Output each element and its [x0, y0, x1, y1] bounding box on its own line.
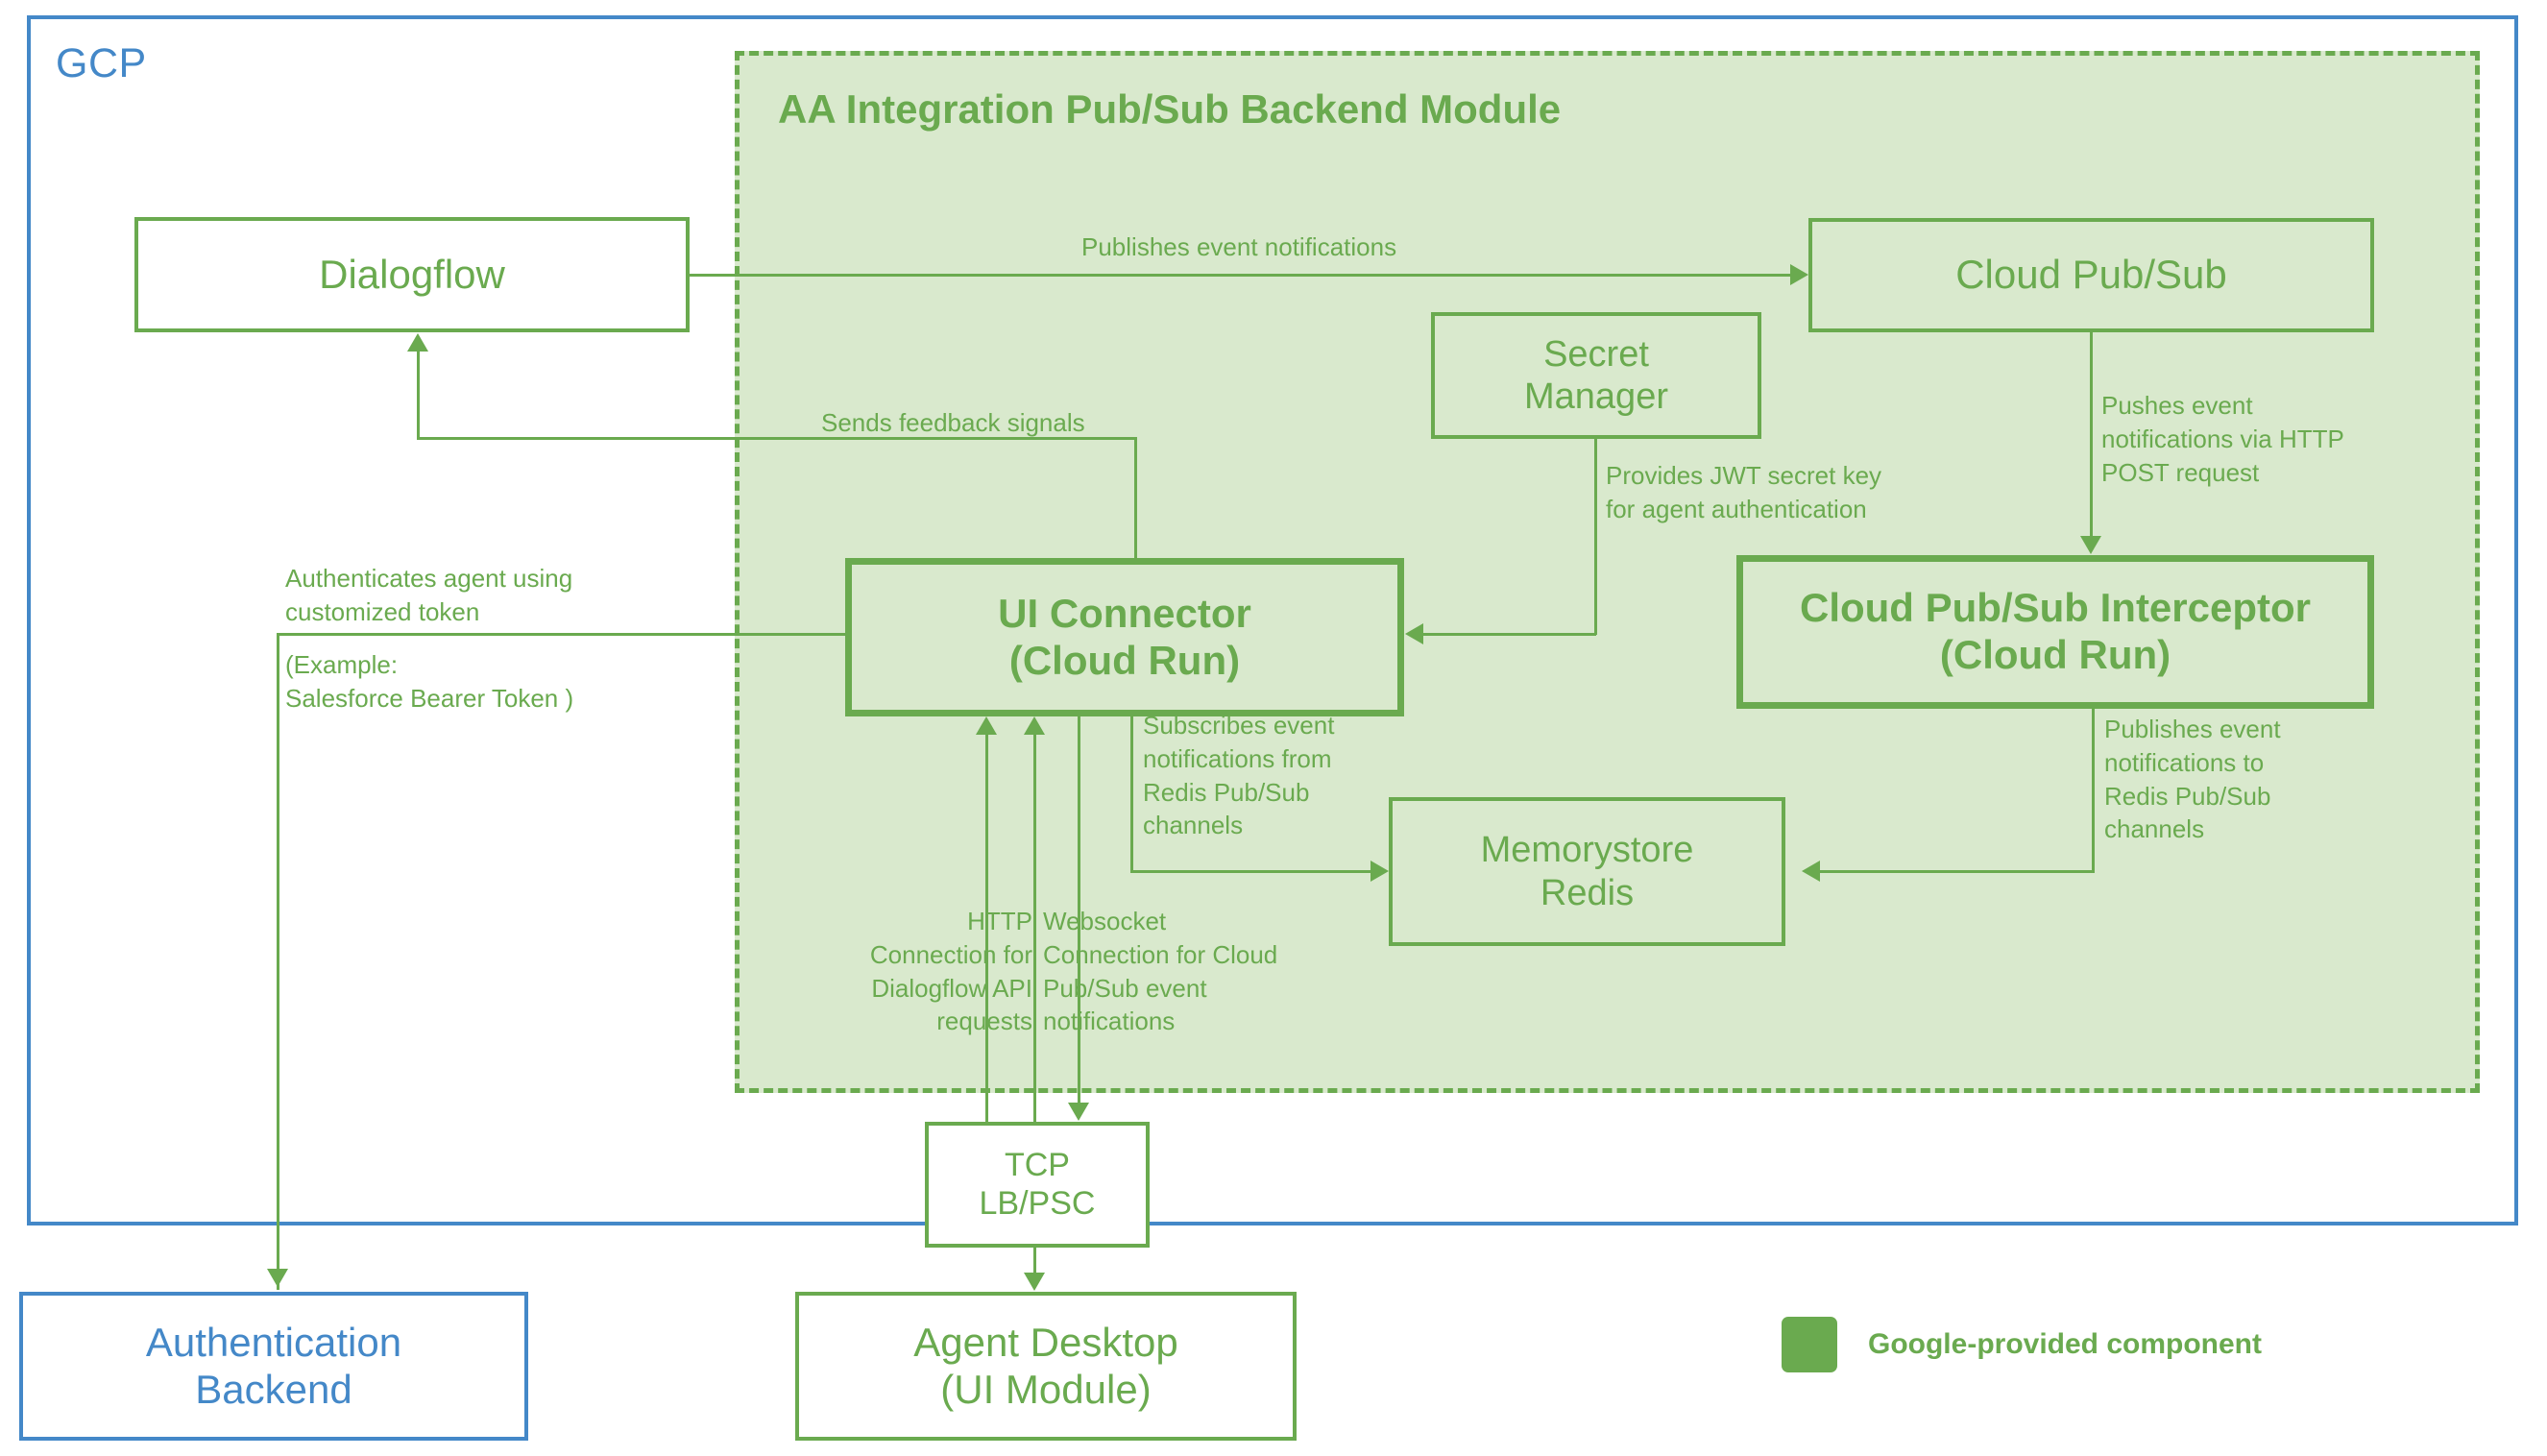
legend-label: Google-provided component: [1868, 1328, 2262, 1360]
edge-label-pushes-event-http-post: Pushes event notifications via HTTP POST…: [2101, 391, 2344, 487]
edge-interceptor-to-redis-vertical: [2092, 709, 2095, 872]
edge-label-http-connection: HTTP Connection for Dialogflow API reque…: [869, 907, 1032, 1036]
edge-interceptor-to-redis-arrowhead: [1802, 861, 1820, 882]
edge-auth-vertical: [277, 633, 279, 1290]
node-agent-desktop[interactable]: Agent Desktop (UI Module): [795, 1292, 1297, 1441]
edge-label-authenticates-example: (Example: Salesforce Bearer Token ): [285, 650, 574, 713]
edge-websocket-down-line: [1078, 716, 1080, 1104]
node-cloud-pubsub-interceptor[interactable]: Cloud Pub/Sub Interceptor (Cloud Run): [1736, 555, 2374, 709]
edge-label-authenticates-agent: Authenticates agent using customized tok…: [285, 564, 573, 626]
edge-feedback-vertical: [1134, 437, 1137, 560]
gcp-boundary-container: [27, 15, 2518, 1225]
edge-auth-arrowhead: [267, 1269, 288, 1287]
edge-label-provides-jwt-secret-key: Provides JWT secret key for agent authen…: [1606, 461, 1882, 523]
edge-label-subscribes-redis-channels: Subscribes event notifications from Redi…: [1143, 711, 1335, 840]
node-dialogflow[interactable]: Dialogflow: [134, 217, 690, 332]
node-secret-manager[interactable]: Secret Manager: [1431, 312, 1761, 439]
aa-integration-module-region: [735, 51, 2480, 1093]
node-authentication-backend[interactable]: Authentication Backend: [19, 1292, 528, 1441]
edge-secret-to-uiconnector-horizontal: [1423, 633, 1596, 636]
edge-uiconnector-to-redis-vertical: [1130, 716, 1133, 872]
edge-http-connection-line: [985, 734, 988, 1124]
edge-websocket-up-arrowhead: [1024, 716, 1045, 735]
edge-feedback-arrowhead: [407, 333, 428, 352]
edge-uiconnector-to-redis-horizontal: [1130, 870, 1373, 873]
node-tcp-lb-psc[interactable]: TCP LB/PSC: [925, 1122, 1150, 1248]
edge-feedback-horizontal: [417, 437, 1137, 440]
edge-label-sends-feedback-signals: Sends feedback signals: [821, 408, 1085, 437]
node-ui-connector[interactable]: UI Connector (Cloud Run): [845, 558, 1404, 716]
edge-secret-to-uiconnector-vertical: [1594, 439, 1597, 635]
edge-websocket-down-arrowhead: [1068, 1103, 1089, 1121]
edge-secret-to-uiconnector-arrowhead: [1405, 623, 1423, 644]
gcp-label: GCP: [56, 40, 147, 86]
edge-auth-horizontal: [277, 633, 847, 636]
node-cloud-pubsub[interactable]: Cloud Pub/Sub: [1808, 218, 2374, 332]
node-memorystore-redis[interactable]: Memorystore Redis: [1389, 797, 1785, 946]
edge-pubsub-to-interceptor-line: [2090, 332, 2093, 537]
edge-websocket-up-line: [1033, 734, 1036, 1124]
edge-feedback-riser: [417, 351, 420, 439]
edge-interceptor-to-redis-horizontal: [1819, 870, 2095, 873]
edge-dialogflow-to-pubsub-arrowhead: [1790, 264, 1808, 285]
edge-dialogflow-to-pubsub-line: [690, 274, 1790, 277]
legend-swatch-icon: [1782, 1317, 1837, 1372]
edge-pubsub-to-interceptor-arrowhead: [2080, 536, 2101, 554]
edge-label-websocket-connection: Websocket Connection for Cloud Pub/Sub e…: [1043, 907, 1278, 1036]
edge-tcplb-to-agentdesktop-arrowhead: [1024, 1273, 1045, 1291]
edge-tcplb-to-agentdesktop-line: [1033, 1248, 1036, 1274]
edge-http-connection-arrowhead: [976, 716, 997, 735]
edge-uiconnector-to-redis-arrowhead: [1371, 861, 1389, 882]
module-title: AA Integration Pub/Sub Backend Module: [778, 86, 1562, 132]
edge-label-publishes-to-redis-channels: Publishes event notifications to Redis P…: [2104, 715, 2281, 844]
edge-label-publishes-event-notifications: Publishes event notifications: [1081, 232, 1397, 261]
